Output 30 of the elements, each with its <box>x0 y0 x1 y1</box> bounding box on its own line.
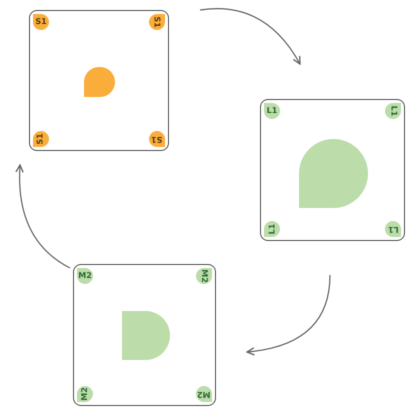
curved-arrow <box>200 8 301 65</box>
corner-token <box>196 268 212 284</box>
card <box>29 10 169 151</box>
card <box>260 99 405 241</box>
corner-token <box>149 131 165 147</box>
corner-token <box>196 386 212 402</box>
token-label: L1 <box>266 107 278 115</box>
token-label: S1 <box>35 18 47 26</box>
corner-token <box>385 221 401 237</box>
token-label: S1 <box>37 133 45 145</box>
corner-token <box>77 386 93 402</box>
token-label: M2 <box>78 272 92 280</box>
corner-token <box>264 221 280 237</box>
token-label: L1 <box>268 224 276 234</box>
token-label: S1 <box>151 135 163 143</box>
token-label: M2 <box>81 387 89 401</box>
corner-token <box>385 103 401 119</box>
curved-arrow <box>246 274 331 356</box>
token-label: M2 <box>197 390 211 398</box>
card <box>73 264 216 406</box>
token-label: L1 <box>388 225 398 233</box>
curved-arrow <box>15 164 70 269</box>
corner-token <box>264 103 280 119</box>
corner-token <box>33 131 49 147</box>
token-label: L1 <box>389 106 397 116</box>
token-label: S1 <box>153 16 161 28</box>
corner-token <box>33 14 49 30</box>
corner-token <box>149 14 165 30</box>
token-label: M2 <box>200 269 208 283</box>
corner-token <box>77 268 93 284</box>
